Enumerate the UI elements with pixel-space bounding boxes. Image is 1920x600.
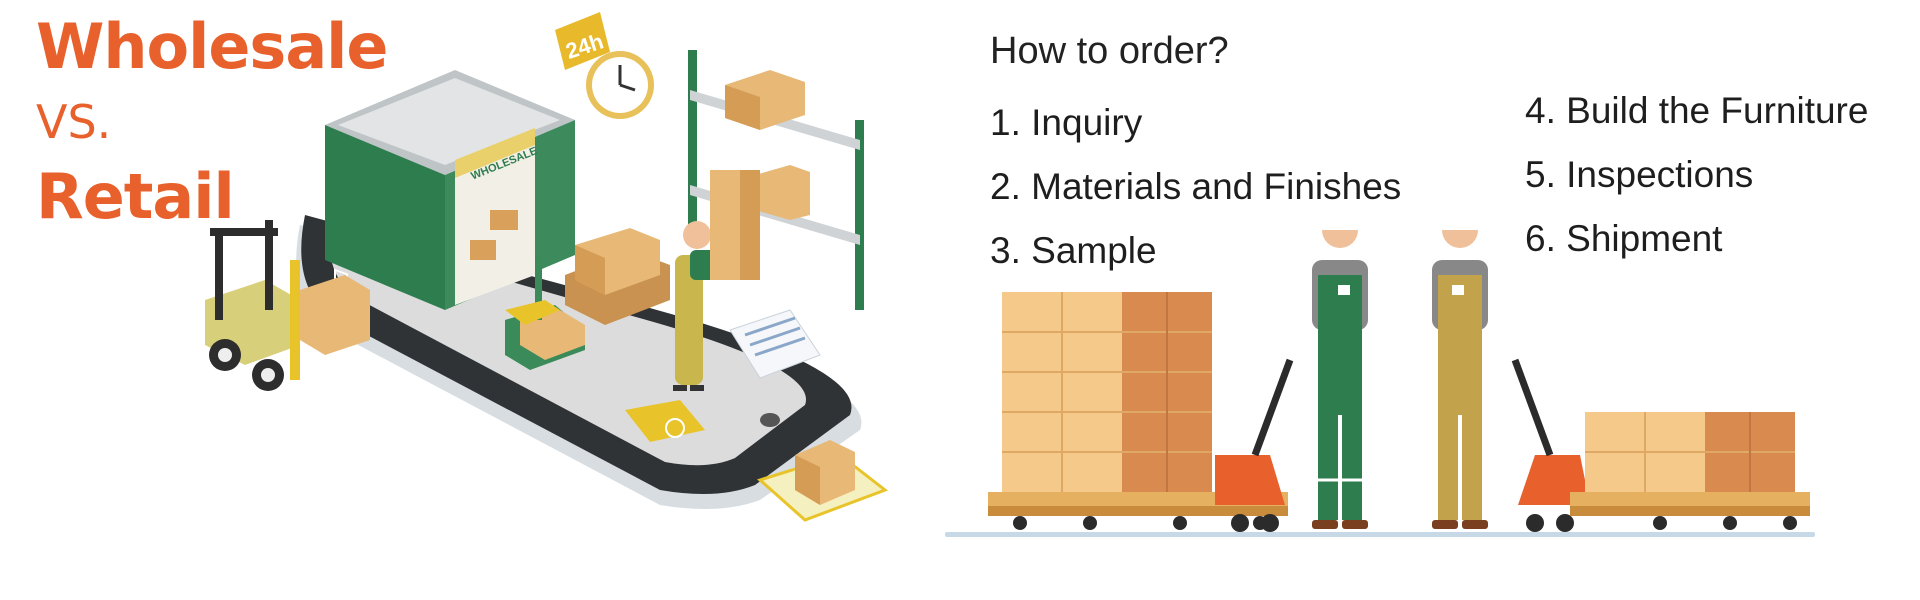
pallet-box-icon: [565, 228, 670, 325]
how-to-order-heading: How to order?: [990, 30, 1229, 72]
delivery-package-icon: [757, 440, 889, 522]
warehouse-icon: WHOLESALE: [325, 70, 575, 310]
title-vs: VS.: [36, 95, 112, 149]
box-stack-left-icon: [1002, 292, 1212, 492]
forklift-icon: [205, 220, 370, 391]
hand-pallet-truck-icon: [505, 255, 585, 370]
floor-line: [945, 532, 1815, 537]
invoice-document-icon: [729, 309, 821, 379]
credit-card-icon: [625, 400, 705, 442]
pallet-right-icon: [1570, 492, 1810, 530]
box-stack-right-icon: [1585, 412, 1795, 492]
title-retail: Retail: [36, 160, 235, 233]
step-materials-finishes: 2. Materials and Finishes: [990, 166, 1402, 207]
worker-khaki-icon: [1432, 230, 1488, 529]
pallet-left-icon: [988, 492, 1288, 530]
step-shipment: 6. Shipment: [1525, 218, 1723, 259]
step-build-furniture: 4. Build the Furniture: [1525, 90, 1869, 131]
worker-green-icon: [1312, 230, 1368, 529]
warehouse-worker-icon: [673, 170, 760, 391]
pallet-jack-left-icon: [1215, 358, 1294, 532]
clock-icon: 24h: [555, 12, 654, 119]
title-wholesale: Wholesale: [36, 10, 388, 83]
warehouse-smartphone-illustration: WHOLESALE 24h: [205, 12, 889, 522]
step-inquiry: 1. Inquiry: [990, 102, 1143, 143]
pallet-workers-illustration: [945, 230, 1815, 537]
step-inspections: 5. Inspections: [1525, 154, 1754, 195]
step-sample: 3. Sample: [990, 230, 1157, 271]
